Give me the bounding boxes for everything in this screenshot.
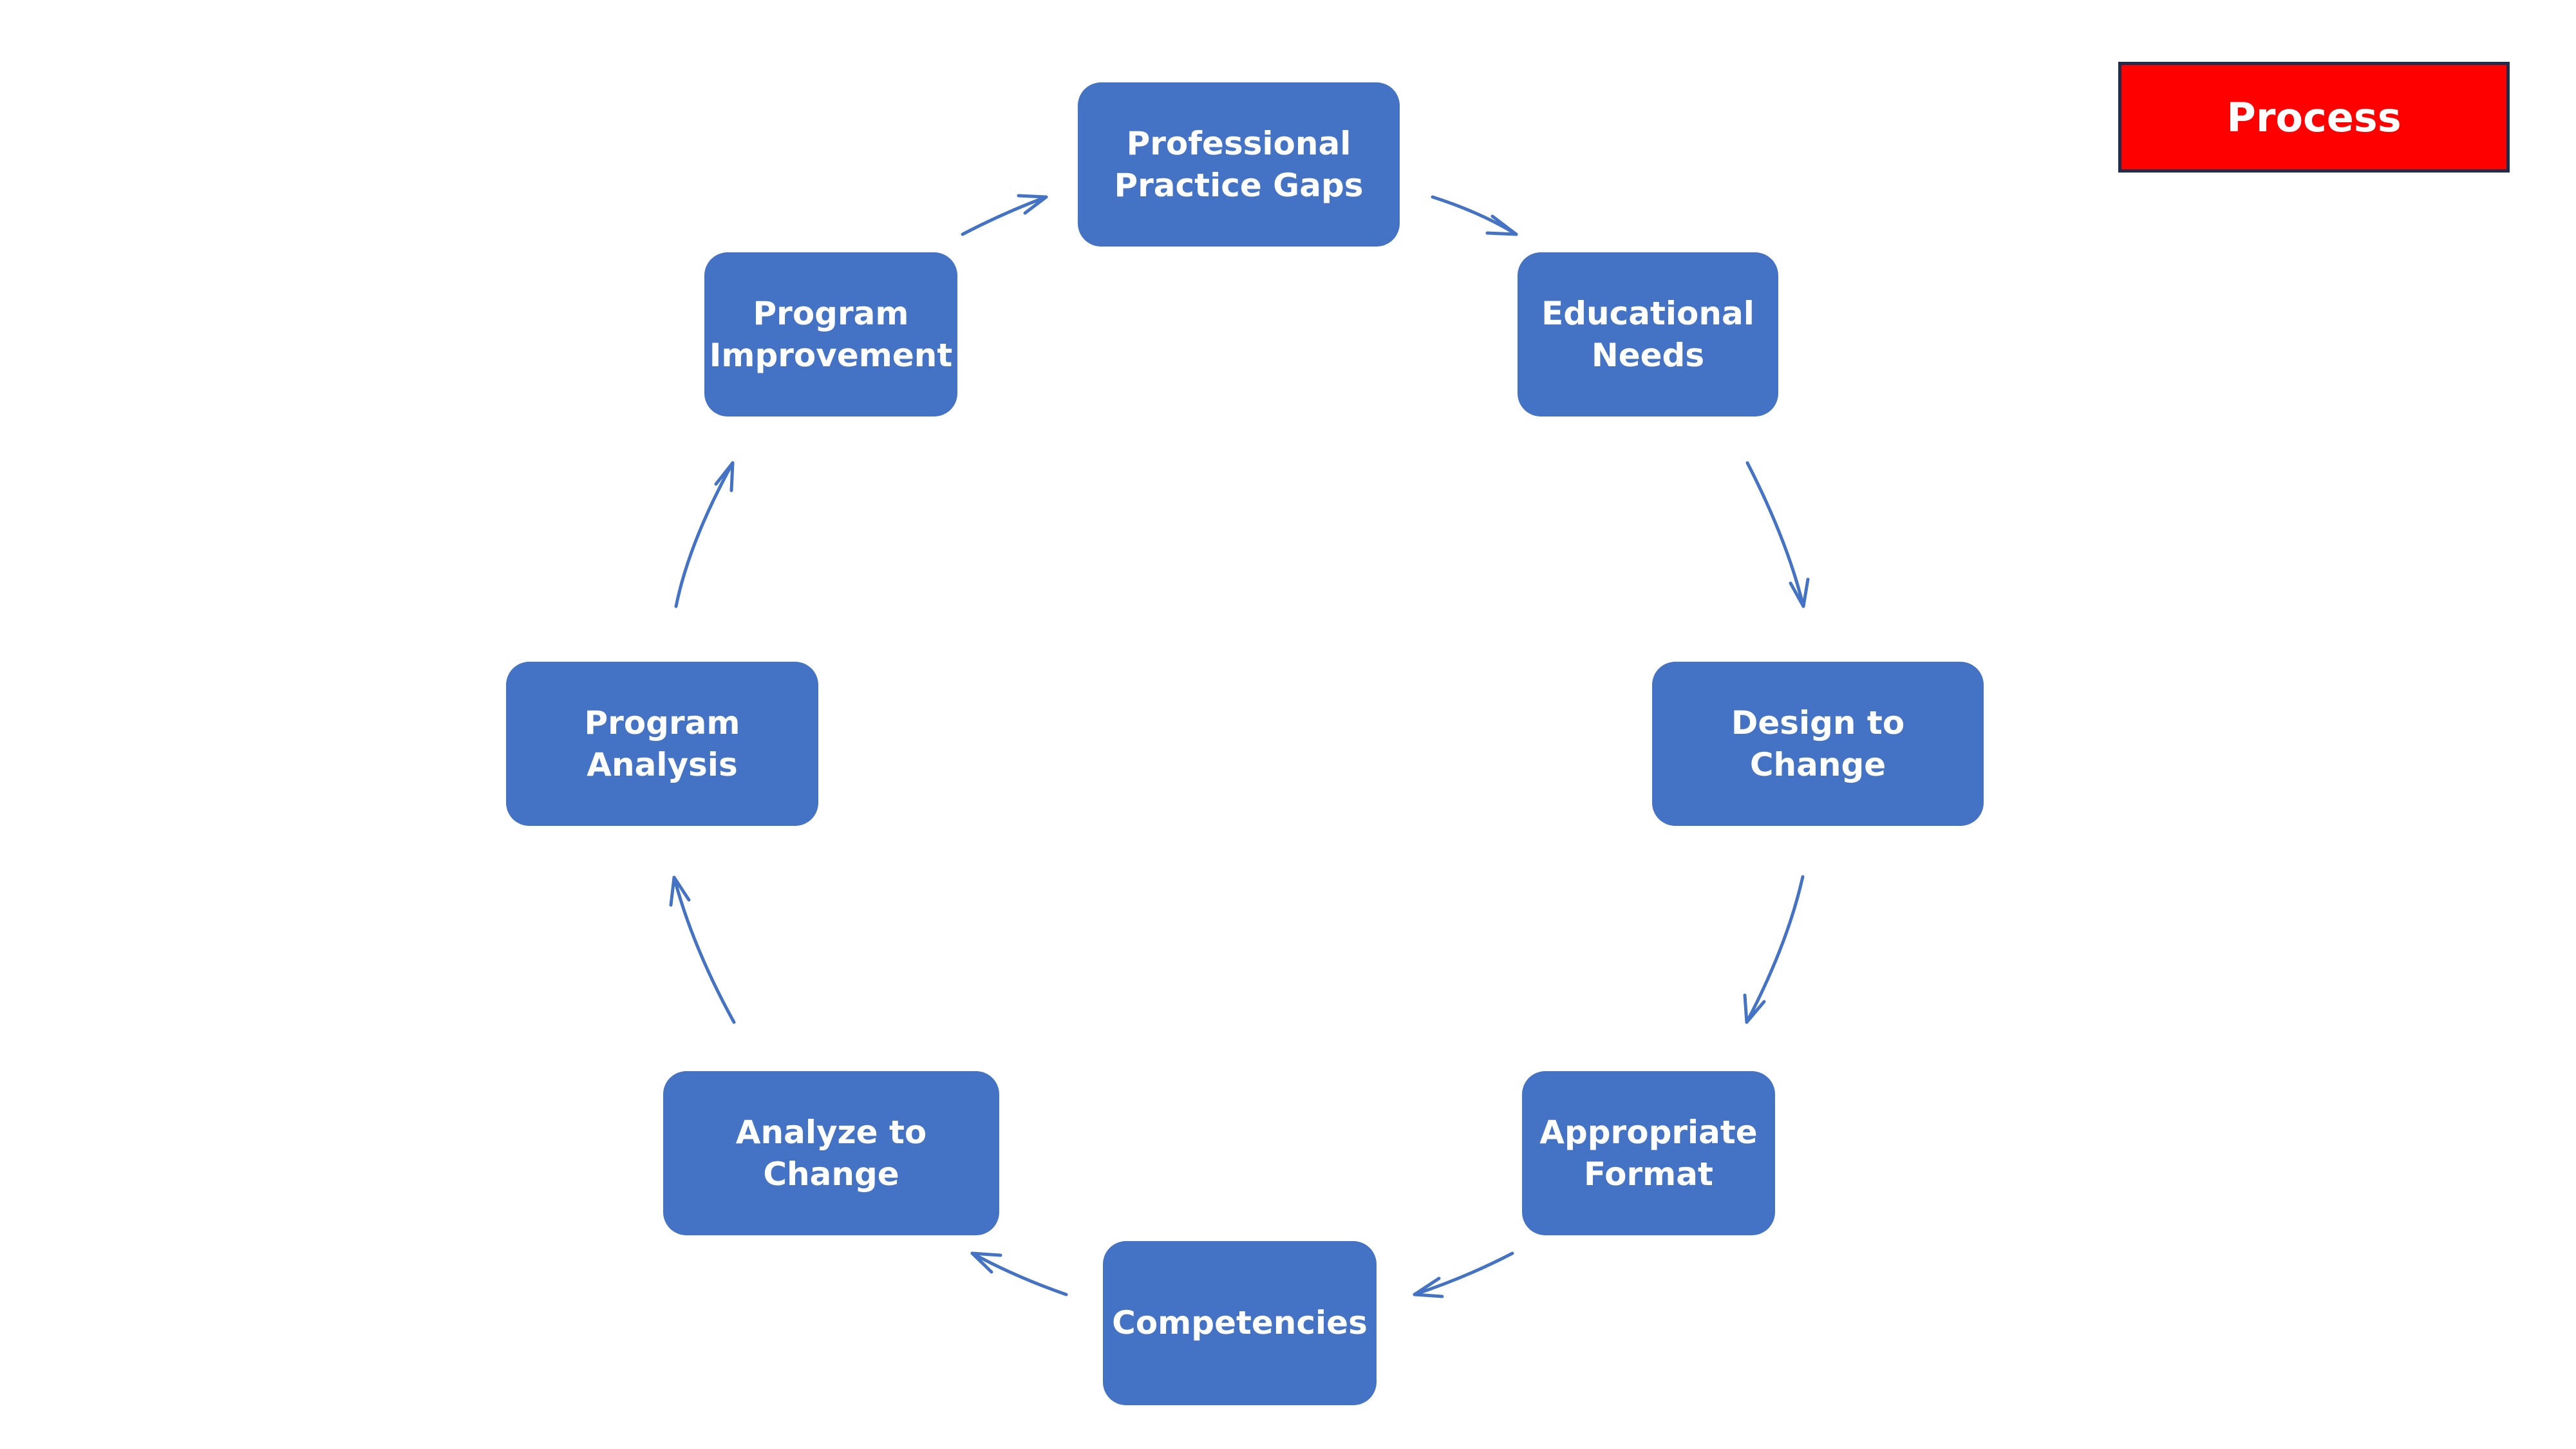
node-educational-needs[interactable]: Educational Needs: [1518, 252, 1778, 416]
cycle-arrowhead-4: [1413, 1276, 1444, 1298]
cycle-arrowhead-5: [970, 1251, 1002, 1274]
node-analyze-to-change[interactable]: Analyze to Change: [663, 1071, 999, 1235]
process-badge: Process: [2118, 62, 2510, 173]
cycle-arrow-3: [1745, 875, 1805, 1024]
node-design-to-change[interactable]: Design to Change: [1652, 662, 1984, 826]
node-professional-practice-gaps[interactable]: Professional Practice Gaps: [1078, 82, 1400, 247]
cycle-arrowhead-8: [1017, 194, 1048, 215]
node-appropriate-format[interactable]: Appropriate Format: [1522, 1071, 1775, 1235]
cycle-arrow-1: [1431, 195, 1518, 236]
cycle-arrowhead-6: [669, 875, 691, 907]
cycle-arrow-7: [674, 461, 735, 608]
cycle-arrow-6: [672, 875, 736, 1024]
cycle-arrowhead-1: [1485, 214, 1518, 236]
cycle-arrow-5: [970, 1251, 1068, 1296]
cycle-arrow-4: [1413, 1251, 1514, 1296]
cycle-arrow-8: [961, 195, 1048, 236]
node-program-improvement[interactable]: Program Improvement: [704, 252, 957, 416]
cycle-arrowhead-3: [1743, 993, 1766, 1024]
node-program-analysis[interactable]: Program Analysis: [506, 662, 818, 826]
cycle-arrowhead-7: [714, 461, 735, 492]
cycle-arrowhead-2: [1789, 577, 1810, 608]
cycle-arrow-2: [1745, 461, 1805, 608]
node-competencies[interactable]: Competencies: [1103, 1241, 1377, 1405]
